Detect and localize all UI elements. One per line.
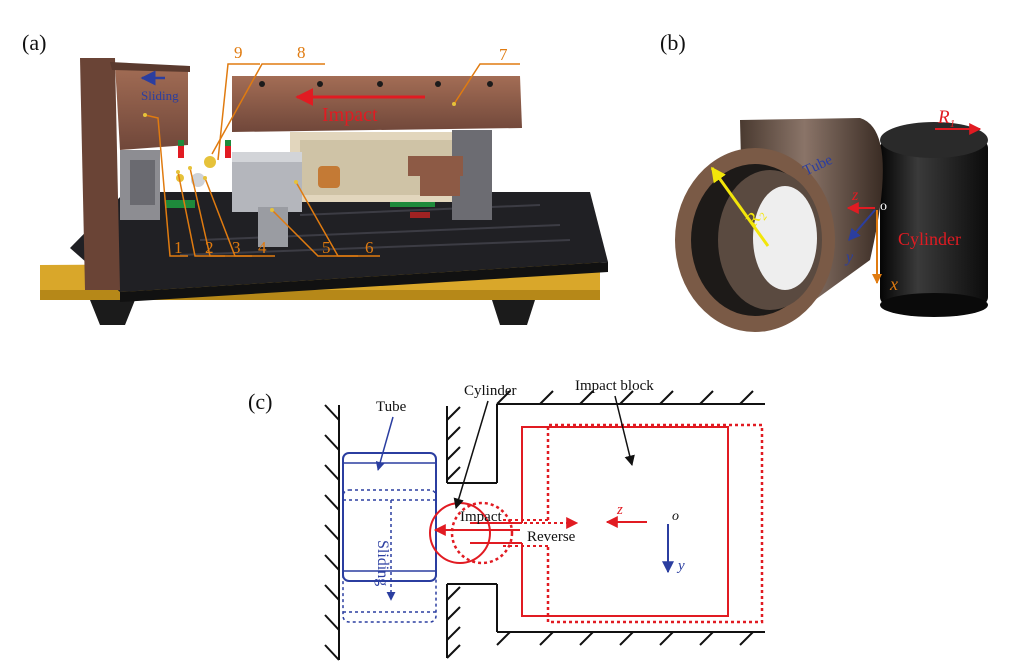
cylinder-pointer xyxy=(453,400,489,510)
impact-label-a: Impact xyxy=(322,104,378,126)
part-number-5: 5 xyxy=(322,238,331,257)
axis-x-label-b: x xyxy=(889,274,898,294)
axis-z-label-b: z xyxy=(851,187,859,204)
part-number-6: 6 xyxy=(365,238,374,257)
part-number-1: 1 xyxy=(174,238,183,257)
panel-c: (c) xyxy=(248,378,765,661)
left-wood-plate xyxy=(80,58,120,290)
origin-label-b: o xyxy=(880,199,887,214)
fixture-outline xyxy=(446,390,765,659)
part-number-9: 9 xyxy=(234,43,243,62)
sliding-label-c: Sliding xyxy=(374,540,391,586)
impact-label-c: Impact xyxy=(460,509,502,525)
origin-label-c: o xyxy=(672,509,679,524)
cylinder-label-b: Cylinder xyxy=(898,229,961,249)
panel-c-label: (c) xyxy=(248,389,272,414)
axis-y-label-b: y xyxy=(844,249,854,266)
cylinder-label-c: Cylinder xyxy=(464,383,517,399)
reverse-label-c: Reverse xyxy=(527,529,576,545)
impact-block-pointer xyxy=(614,395,635,467)
tube-pointer xyxy=(375,416,394,471)
cylinder-body xyxy=(880,140,988,305)
impact-block-label-c: Impact block xyxy=(575,378,654,394)
panel-a: (a) Sliding Impact xyxy=(22,30,608,325)
panel-b-label: (b) xyxy=(660,30,686,55)
tube-label-c: Tube xyxy=(376,399,407,415)
tube-c: Sliding xyxy=(342,452,437,623)
leader-lines xyxy=(144,63,520,257)
part-number-7: 7 xyxy=(499,45,508,64)
impact-block-c-displaced xyxy=(546,423,764,624)
part-number-8: 8 xyxy=(297,43,306,62)
r1-label: R1 xyxy=(937,107,955,130)
foot-left xyxy=(90,300,135,325)
panel-a-label: (a) xyxy=(22,30,46,55)
left-wall xyxy=(324,404,340,661)
sliding-label-a: Sliding xyxy=(141,88,179,103)
part-number-3: 3 xyxy=(232,238,241,257)
axis-z-label-c: z xyxy=(616,502,623,518)
panel-b: (b) R1 Cylinder Tube R2 z y x o xyxy=(660,30,988,332)
axis-y-arrow-b xyxy=(848,209,876,241)
part-number-4: 4 xyxy=(258,238,267,257)
part-number-2: 2 xyxy=(205,238,214,257)
axis-y-label-c: y xyxy=(676,558,685,574)
foot-right xyxy=(492,300,535,325)
r2-arrow xyxy=(710,166,770,247)
impact-block-c xyxy=(521,426,729,617)
cylinder-c-displaced xyxy=(450,501,514,565)
